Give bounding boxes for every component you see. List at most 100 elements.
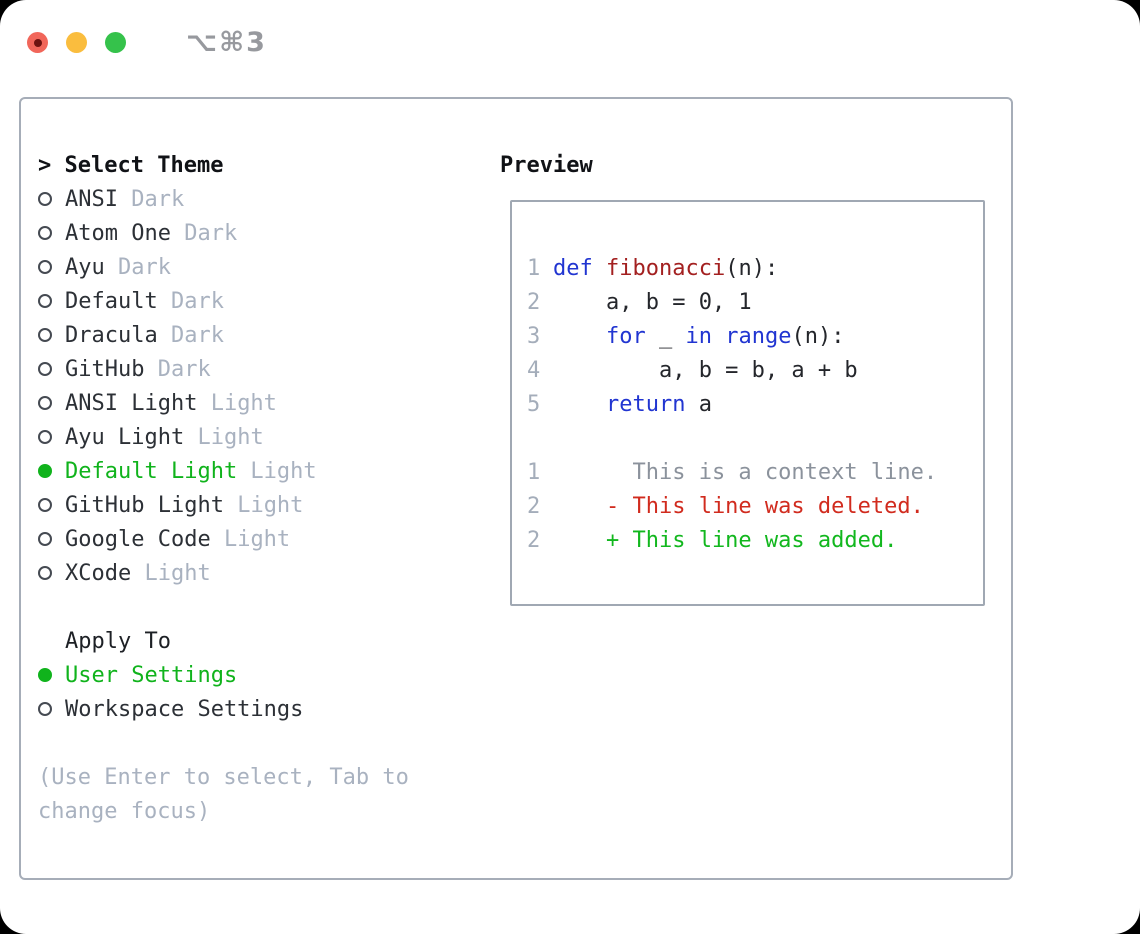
radio-icon <box>38 192 52 206</box>
theme-name: Google Code <box>65 526 211 552</box>
theme-name: XCode <box>65 560 132 586</box>
radio-icon <box>38 328 52 342</box>
theme-option-default-light[interactable]: Default Light Light <box>38 454 409 488</box>
code-token: + This line was added. <box>553 527 898 553</box>
theme-option-ayu[interactable]: Ayu Dark <box>38 250 409 284</box>
code-line: 4 a, b = b, a + b <box>527 353 977 387</box>
titlebar: ⌥⌘3 <box>27 27 267 58</box>
theme-option-ansi[interactable]: ANSI Dark <box>38 182 409 216</box>
radio-icon <box>38 430 52 444</box>
maximize-button[interactable] <box>105 32 126 53</box>
theme-variant: Dark <box>157 288 224 314</box>
line-number: 2 <box>527 527 541 553</box>
prompt-icon: > <box>38 152 65 178</box>
code-token: in <box>685 323 712 349</box>
code-token <box>553 324 606 349</box>
apply-to-text: Apply To <box>65 628 171 654</box>
theme-option-ayu-light[interactable]: Ayu Light Light <box>38 420 409 454</box>
spacer-row <box>38 726 409 760</box>
theme-name: Default Light <box>65 458 238 484</box>
radio-icon <box>38 498 52 512</box>
close-dot-icon <box>33 38 42 47</box>
line-number: 4 <box>527 357 541 383</box>
code-line: 2 a, b = 0, 1 <box>527 285 977 319</box>
radio-icon <box>38 294 52 308</box>
apply-option-label: Workspace Settings <box>65 696 304 722</box>
theme-name: Dracula <box>65 322 158 348</box>
window-title: ⌥⌘3 <box>186 27 267 58</box>
theme-name: GitHub <box>65 356 145 382</box>
code-token: (n): <box>725 255 779 281</box>
theme-option-xcode[interactable]: XCode Light <box>38 556 409 590</box>
theme-variant: Light <box>197 390 277 416</box>
apply-option-user-settings[interactable]: User Settings <box>38 658 409 692</box>
theme-option-github[interactable]: GitHub Dark <box>38 352 409 386</box>
marker-spacer <box>38 634 52 648</box>
code-token: range <box>725 323 792 349</box>
theme-name: Atom One <box>65 220 171 246</box>
code-token: This is a context line. <box>553 459 938 485</box>
theme-variant: Light <box>131 560 211 586</box>
theme-variant: Dark <box>170 220 238 246</box>
hint-text: (Use Enter to select, Tab to <box>38 764 409 790</box>
theme-variant: Light <box>184 424 264 450</box>
line-number: 3 <box>527 323 541 349</box>
radio-icon <box>38 702 52 716</box>
code-token: a, b = b, a + b <box>553 357 858 383</box>
theme-name: Ayu Light <box>65 424 185 450</box>
code-token <box>593 256 606 281</box>
code-token: a <box>685 391 712 417</box>
code-line: 1 This is a context line. <box>527 455 977 489</box>
code-line: 5 return a <box>527 387 977 421</box>
radio-icon <box>38 396 52 410</box>
theme-name: ANSI <box>65 186 118 212</box>
apply-option-workspace-settings[interactable]: Workspace Settings <box>38 692 409 726</box>
radio-icon <box>38 566 52 580</box>
radio-icon <box>38 532 52 546</box>
theme-name: Default <box>65 288 158 314</box>
theme-variant: Dark <box>104 254 171 280</box>
close-button[interactable] <box>27 32 48 53</box>
apply-option-label: User Settings <box>65 662 238 688</box>
theme-name: GitHub Light <box>65 492 224 518</box>
code-token: for <box>605 323 646 349</box>
code-token: fibonacci <box>606 255 726 281</box>
minimize-button[interactable] <box>66 32 87 53</box>
hint-text: change focus) <box>38 798 211 824</box>
code-line: 2 + This line was added. <box>527 523 977 557</box>
code-token: _ <box>645 323 686 349</box>
code-token: a, b = 0, 1 <box>553 289 752 315</box>
code-token <box>712 324 725 349</box>
theme-variant: Light <box>237 458 317 484</box>
code-line: 1 def fibonacci(n): <box>527 251 977 285</box>
select-theme-header: > Select Theme <box>38 148 409 182</box>
line-number: 1 <box>527 459 541 485</box>
apply-to-label: Apply To <box>38 624 409 658</box>
radio-selected-icon <box>38 464 52 478</box>
code-token: (n): <box>791 323 845 349</box>
radio-selected-icon <box>38 668 52 682</box>
theme-variant: Dark <box>117 186 185 212</box>
line-number: 1 <box>527 255 541 281</box>
spacer-row <box>38 590 409 624</box>
theme-option-atom-one[interactable]: Atom One Dark <box>38 216 409 250</box>
select-theme-title: Select Theme <box>64 152 224 178</box>
radio-icon <box>38 260 52 274</box>
radio-icon <box>38 226 52 240</box>
theme-option-dracula[interactable]: Dracula Dark <box>38 318 409 352</box>
theme-variant: Light <box>223 492 304 518</box>
line-number: 2 <box>527 493 541 519</box>
theme-name: Ayu <box>65 254 105 280</box>
code-line: 3 for _ in range(n): <box>527 319 977 353</box>
radio-icon <box>38 362 52 376</box>
theme-option-google-code[interactable]: Google Code Light <box>38 522 409 556</box>
line-number: 2 <box>527 289 541 315</box>
theme-option-default[interactable]: Default Dark <box>38 284 409 318</box>
theme-option-github-light[interactable]: GitHub Light Light <box>38 488 409 522</box>
theme-option-ansi-light[interactable]: ANSI Light Light <box>38 386 409 420</box>
code-token: def <box>553 255 593 281</box>
